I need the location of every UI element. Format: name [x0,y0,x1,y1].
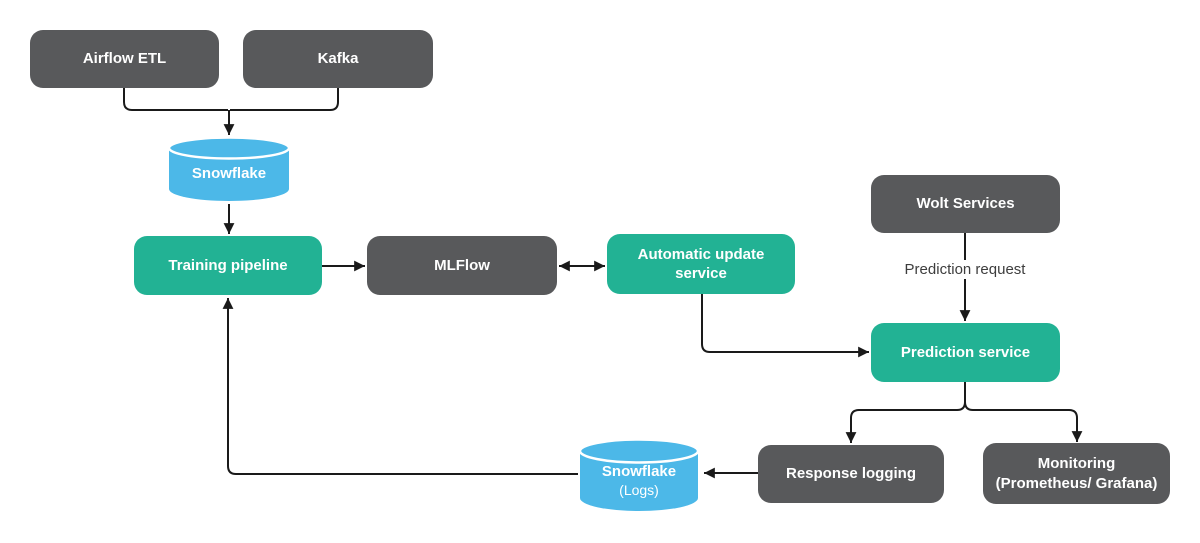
node-snowflake-logs-label: Snowflake [601,462,677,480]
node-response-logging: Response logging [758,445,944,503]
edge-prediction-to-response [845,382,966,443]
node-automatic-update-service: Automatic update service [607,234,795,294]
edge-snowflakelogs-to-training [222,298,578,475]
node-training-pipeline-label: Training pipeline [168,256,288,274]
node-kafka-label: Kafka [317,50,359,68]
node-snowflake-logs: Snowflake (Logs) [578,438,700,514]
node-wolt-services-label: Wolt Services [916,195,1015,213]
node-monitoring: Monitoring (Prometheus/ Grafana) [983,443,1170,504]
node-snowflake-logs-sublabel: (Logs) [619,481,659,498]
edge-autoupdate-to-prediction [701,294,869,358]
node-monitoring-label: Monitoring (Prometheus/ Grafana) [995,455,1158,492]
node-kafka: Kafka [243,30,433,88]
edge-airflow-merge [123,88,228,111]
node-automatic-update-service-label: Automatic update service [637,245,765,283]
node-prediction-service: Prediction service [871,323,1060,382]
edge-label-prediction-request: Prediction request [899,260,1031,279]
node-mlflow: MLFlow [367,236,557,295]
node-airflow-etl: Airflow ETL [30,30,219,88]
database-cylinder-icon [167,136,291,201]
node-wolt-services: Wolt Services [871,175,1060,233]
node-snowflake: Snowflake [167,136,291,204]
edge-kafka-merge [230,88,339,111]
database-cylinder-icon [578,438,700,511]
node-prediction-service-label: Prediction service [900,343,1031,361]
node-training-pipeline: Training pipeline [134,236,322,295]
edge-prediction-to-monitoring [964,382,1083,442]
node-airflow-etl-label: Airflow ETL [82,50,167,68]
node-response-logging-label: Response logging [785,465,916,483]
node-snowflake-label: Snowflake [191,164,267,182]
node-mlflow-label: MLFlow [434,256,490,274]
